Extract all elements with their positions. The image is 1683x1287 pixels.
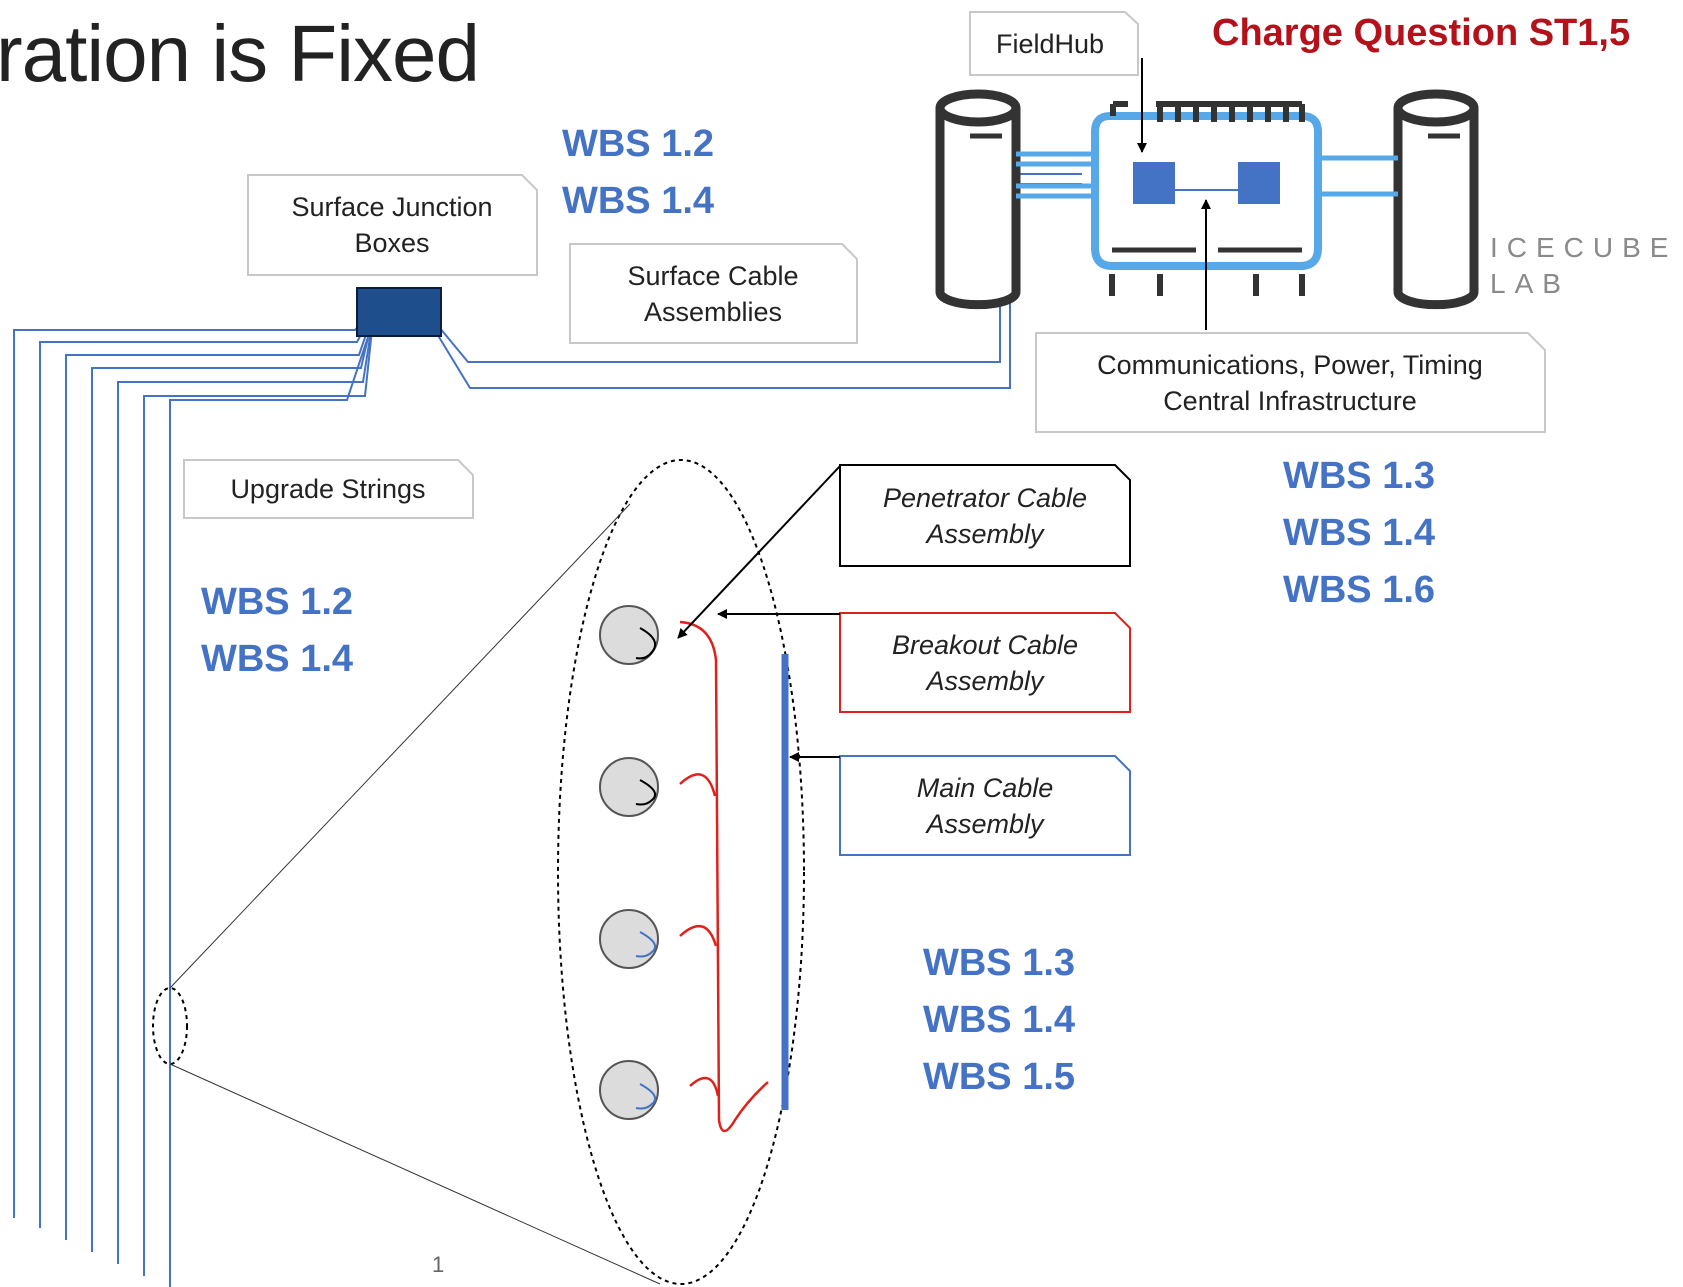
wbs-group-strings: WBS 1.2 WBS 1.4	[201, 574, 353, 688]
sensor-modules	[599, 605, 659, 1120]
wbs-item: WBS 1.4	[1283, 512, 1436, 554]
wbs-item: WBS 1.6	[1283, 569, 1436, 611]
cable-pointer-arrows	[677, 465, 841, 762]
icecube-lab-line2: LAB	[1490, 268, 1570, 299]
wbs-item: WBS 1.5	[923, 1056, 1076, 1098]
penetrator-label-box	[839, 464, 1131, 567]
fieldhub-box	[969, 11, 1139, 76]
slide-title: ration is Fixed	[0, 9, 480, 98]
magnifier	[152, 459, 805, 1285]
penetrator-cable-label: Penetrator Cable Assembly	[882, 482, 1088, 549]
communications-label: Communications, Power, Timing Central In…	[1097, 349, 1483, 416]
upgrade-string-lines	[13, 309, 374, 1287]
main-cable-label: Main Cable Assembly	[916, 772, 1054, 839]
page-number: 1	[432, 1252, 445, 1277]
main-cable-label-box	[839, 755, 1131, 856]
wbs-item: WBS 1.2	[562, 123, 715, 165]
wbs-group-surface: WBS 1.2 WBS 1.4	[562, 116, 714, 230]
wbs-item: WBS 1.4	[923, 999, 1076, 1041]
wbs-item: WBS 1.2	[201, 581, 354, 623]
icecube-lab-label: ICECUBE LAB	[1490, 230, 1677, 302]
surface-junction-box	[356, 287, 442, 337]
wbs-group-cables: WBS 1.3 WBS 1.4 WBS 1.5	[923, 935, 1075, 1106]
surface-junction-boxes-label: Surface Junction Boxes	[291, 192, 493, 258]
fieldhub-unit	[1133, 162, 1175, 204]
surface-cable-label-box	[569, 243, 858, 344]
wbs-group-central: WBS 1.3 WBS 1.4 WBS 1.6	[1283, 448, 1435, 619]
charge-question: Charge Question ST1,5	[1212, 12, 1631, 54]
communications-label-box	[1035, 332, 1546, 433]
wbs-item: WBS 1.3	[923, 942, 1076, 984]
breakout-label-box	[839, 612, 1131, 713]
upgrade-strings-label-box	[183, 459, 474, 519]
wbs-item: WBS 1.4	[562, 180, 715, 222]
central-unit	[1238, 162, 1280, 204]
junction-box-label-box	[247, 174, 538, 276]
surface-cable-assemblies-label: Surface Cable Assemblies	[627, 260, 799, 327]
wbs-item: WBS 1.4	[201, 638, 354, 680]
fieldhub-label: FieldHub	[995, 29, 1105, 59]
wbs-item: WBS 1.3	[1283, 455, 1436, 497]
icecube-lab-line1: ICECUBE	[1490, 232, 1678, 263]
label-box-outlines	[183, 11, 1546, 856]
breakout-cable	[679, 620, 769, 1133]
icecube-lab-drawing	[935, 89, 1479, 310]
lab-arrows	[1137, 58, 1211, 330]
upgrade-strings-label: Upgrade Strings	[230, 474, 426, 504]
breakout-cable-label: Breakout Cable Assembly	[891, 629, 1079, 696]
